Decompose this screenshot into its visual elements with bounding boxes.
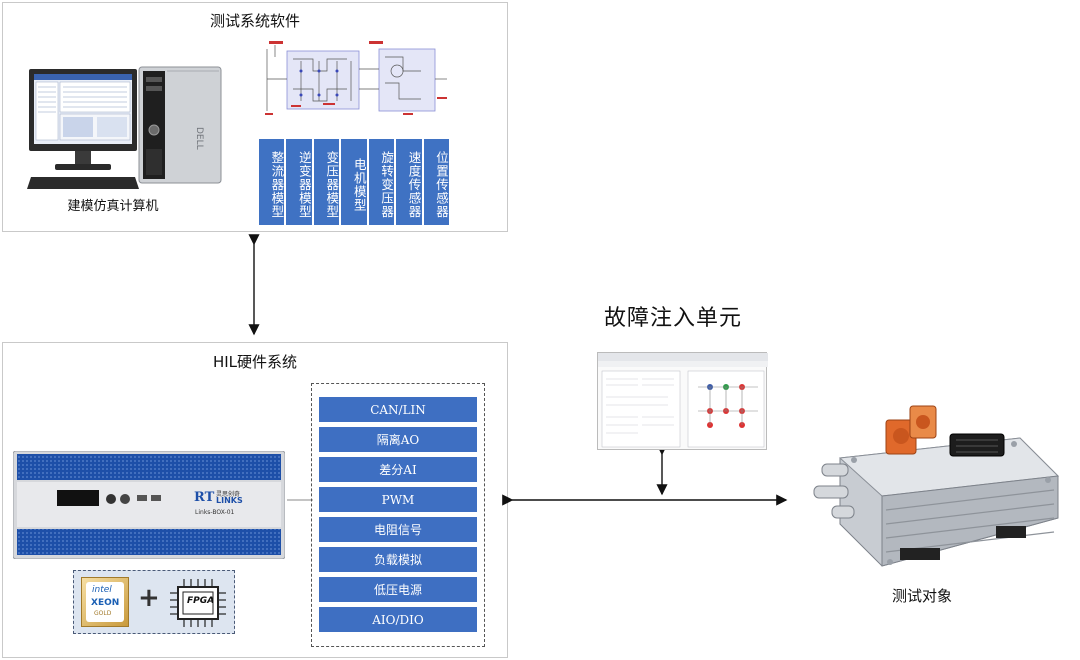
svg-text:RT: RT	[194, 490, 215, 505]
xeon-chip-icon: intel XEON GOLD	[81, 577, 129, 627]
model-block-rectifier: 整流器模型	[259, 139, 285, 225]
chassis-model: Links-BOX-01	[195, 509, 235, 516]
fault-injection-title: 故障注入单元	[604, 306, 743, 331]
signal-interface-list: CAN/LIN 隔离AO 差分AI PWM 电阻信号 负载模拟 低压电源 AIO…	[311, 383, 485, 647]
modeling-computer: DELL	[27, 65, 227, 191]
chassis-brand: LINKS	[216, 496, 243, 505]
signal-isolated-ao: 隔离AO	[319, 427, 477, 452]
test-object-label: 测试对象	[892, 587, 953, 605]
model-block-transformer: 变压器模型	[313, 139, 340, 225]
hil-hardware-panel: HIL硬件系统 RT 灵思创奇 LINKS Links-BOX-01	[2, 342, 508, 658]
circuit-schematic	[261, 39, 451, 123]
model-block-motor: 电机模型	[341, 139, 367, 225]
cpu-tier: GOLD	[94, 610, 112, 617]
cpu-line: XEON	[91, 598, 120, 608]
signal-load-simulation: 负载模拟	[319, 547, 477, 572]
signal-pwm: PWM	[319, 487, 477, 512]
hil-hardware-title: HIL硬件系统	[212, 353, 298, 371]
fpga-label: FPGA	[187, 596, 215, 606]
model-block-inverter: 逆变器模型	[286, 139, 312, 225]
test-software-panel: 测试系统软件	[2, 2, 508, 232]
model-block-position-sensor: 位置传感器	[423, 139, 449, 225]
signal-aio-dio: AIO/DIO	[319, 607, 477, 632]
modeling-computer-label: 建模仿真计算机	[67, 199, 159, 214]
plus-icon: +	[138, 583, 160, 613]
signal-can-lin: CAN/LIN	[319, 397, 477, 422]
signal-differential-ai: 差分AI	[319, 457, 477, 482]
chassis-signal-connector	[287, 499, 313, 501]
signal-low-voltage-power: 低压电源	[319, 577, 477, 602]
chassis-logo-cn: 灵思创奇	[216, 491, 241, 498]
model-blocks: 整流器模型 逆变器模型 变压器模型 电机模型 旋转变压器 速度传感器 位置传感器	[259, 139, 449, 225]
test-software-title: 测试系统软件	[209, 12, 300, 30]
svg-text:DELL: DELL	[194, 127, 204, 150]
cpu-fpga-box: intel XEON GOLD +	[73, 570, 235, 634]
model-block-resolver: 旋转变压器	[368, 139, 395, 225]
hil-chassis: RT 灵思创奇 LINKS Links-BOX-01	[13, 451, 285, 559]
model-block-speed-sensor: 速度传感器	[396, 139, 422, 225]
signal-resistance: 电阻信号	[319, 517, 477, 542]
fpga-chip-icon: FPGA	[166, 577, 228, 629]
test-object-device	[800, 398, 1062, 578]
fault-injection-screen	[597, 352, 768, 450]
cpu-brand: intel	[92, 585, 112, 595]
